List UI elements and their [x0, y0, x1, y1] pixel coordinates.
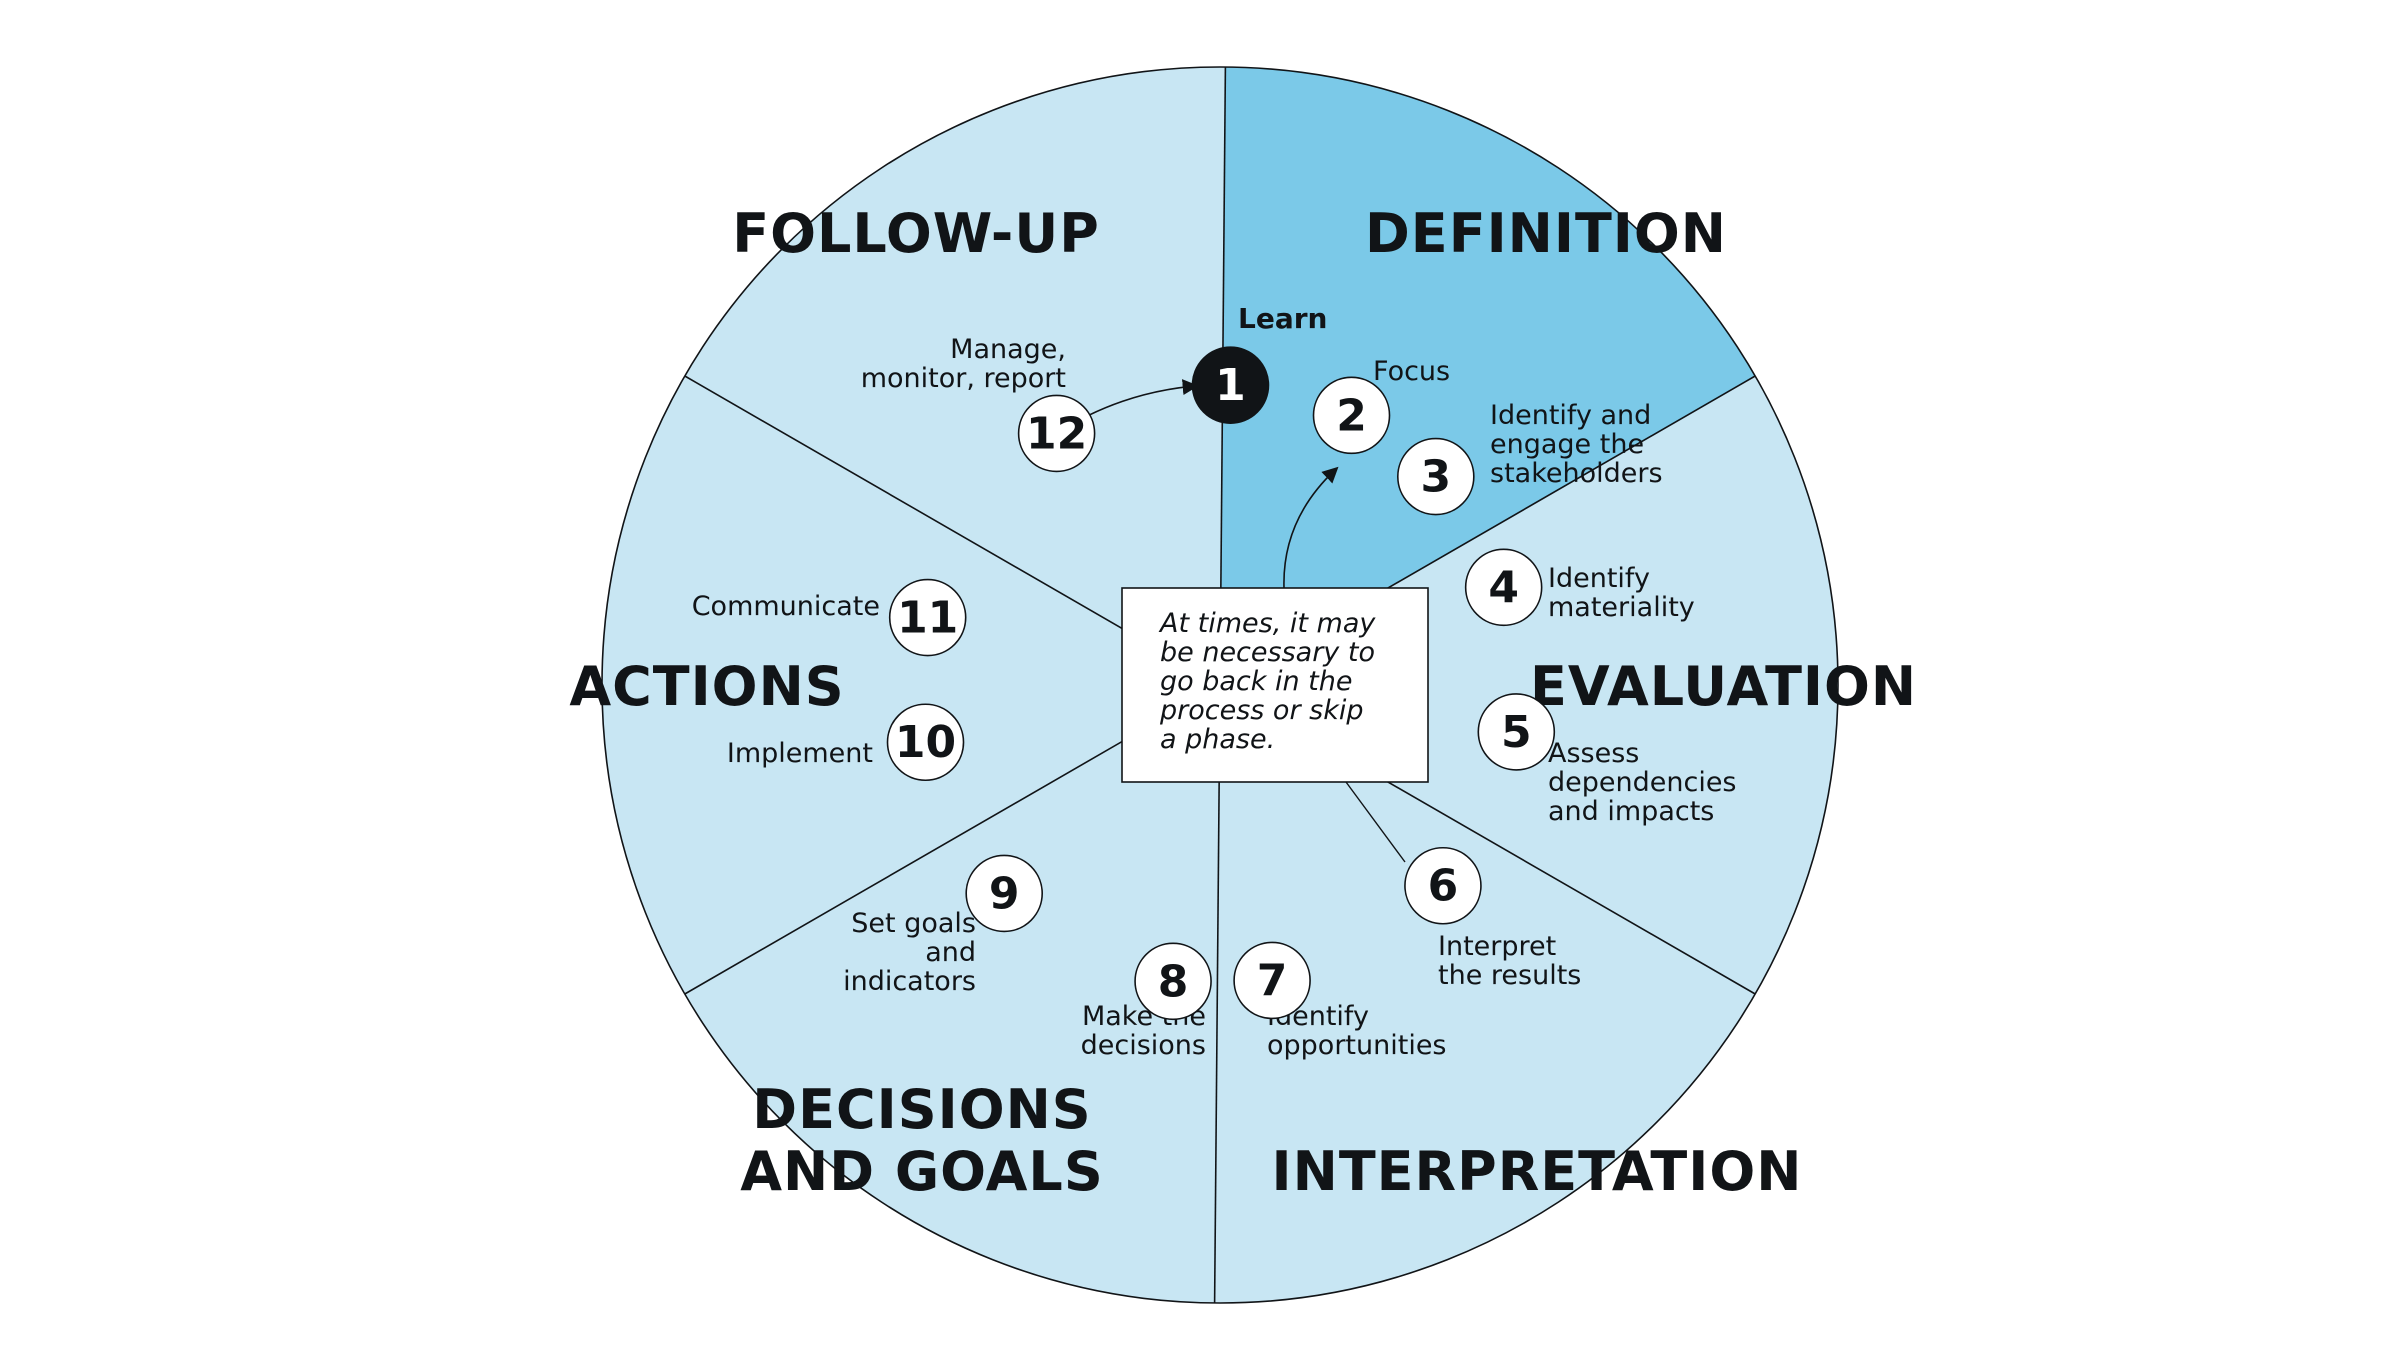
note-connector — [1345, 781, 1406, 863]
step-6-label-line-1: Interpret — [1438, 931, 1556, 962]
sector-decisions-and-goals — [684, 685, 1220, 1303]
step-12-label-line-2: monitor, report — [861, 363, 1066, 394]
phase-title-actions: ACTIONS — [569, 655, 844, 718]
step-node-5: 5 — [1477, 693, 1556, 771]
note-text-line-4: process or skip — [1159, 695, 1363, 726]
phase-title-decisions-and-goals-line-1: DECISIONS — [752, 1078, 1091, 1141]
sector-actions — [602, 376, 1220, 994]
phase-title-evaluation: EVALUATION — [1530, 655, 1917, 718]
step-node-6: 6 — [1404, 846, 1482, 925]
step-6-number: 6 — [1428, 861, 1459, 912]
step-2-circle — [1312, 376, 1391, 455]
note-text-line-1: At times, it may — [1158, 608, 1376, 639]
step-node-8: 8 — [1134, 942, 1212, 1021]
step-9-circle — [965, 854, 1043, 933]
step-6-circle — [1404, 846, 1482, 925]
step-12-label-line-1: Manage, — [950, 334, 1066, 365]
step-node-4: 4 — [1464, 548, 1543, 627]
step-4-number: 4 — [1488, 562, 1519, 613]
sector-definition — [1220, 67, 1756, 685]
step-8-circle — [1134, 942, 1212, 1021]
step-node-9: 9 — [965, 854, 1043, 933]
step-3-number: 3 — [1420, 452, 1451, 503]
step-7-circle — [1233, 941, 1311, 1020]
step-10-label: Implement — [727, 738, 873, 769]
step-node-2: 2 — [1312, 376, 1391, 455]
step-1-label: Learn — [1238, 302, 1327, 335]
step-9-label-line-3: indicators — [843, 966, 976, 997]
step-10-number: 10 — [895, 717, 956, 768]
step-node-11: 11 — [888, 578, 967, 657]
step-7-number: 7 — [1257, 955, 1288, 1006]
step-node-3: 3 — [1397, 437, 1475, 516]
step-5-circle — [1477, 693, 1556, 771]
return-arrow — [1283, 466, 1339, 589]
step-9-label-line-1: Set goals — [851, 908, 976, 939]
step-node-7: 7 — [1233, 941, 1311, 1020]
note-box-frame — [1121, 587, 1429, 783]
note-text-line-3: go back in the — [1160, 666, 1353, 697]
step-11-circle — [888, 578, 967, 657]
step-11-number: 11 — [897, 593, 958, 644]
sector-divider-4 — [1213, 684, 1221, 1303]
step-2-label: Focus — [1373, 356, 1450, 387]
step-4-label-line-2: materiality — [1548, 592, 1695, 623]
phase-title-definition: DEFINITION — [1365, 202, 1727, 265]
step-5-label-line-2: dependencies — [1548, 767, 1737, 798]
sector-interpretation — [1214, 685, 1756, 1303]
step-5-label-line-3: and impacts — [1548, 796, 1714, 827]
step-5-number: 5 — [1501, 707, 1532, 758]
sector-follow-up — [684, 66, 1226, 685]
phase-titles: DEFINITION EVALUATION INTERPRETATION DECISI… — [569, 202, 1917, 1203]
step-8-label-line-2: decisions — [1081, 1030, 1206, 1061]
phase-title-decisions-and-goals-line-2: AND GOALS — [740, 1140, 1103, 1203]
step-4-label-line-1: Identify — [1548, 563, 1650, 594]
step-node-10: 10 — [886, 703, 965, 782]
step-12-circle — [1017, 394, 1096, 473]
step-6-label-line-2: the results — [1438, 960, 1581, 991]
wheel-outline — [601, 66, 1839, 1304]
step-4-circle — [1464, 548, 1543, 627]
step-2-number: 2 — [1336, 390, 1367, 441]
note-text-line-5: a phase. — [1160, 724, 1275, 755]
step-10-circle — [886, 703, 965, 782]
step-3-label-line-1: Identify and — [1490, 400, 1651, 431]
step-7-label-line-2: opportunities — [1267, 1030, 1447, 1061]
phase-title-interpretation: INTERPRETATION — [1272, 1140, 1803, 1203]
phase-title-follow-up: FOLLOW-UP — [732, 202, 1100, 265]
step-5-label-line-1: Assess — [1548, 738, 1639, 769]
step-8-number: 8 — [1158, 956, 1189, 1007]
step-3-label-line-3: stakeholders — [1490, 458, 1663, 489]
step-1-number: 1 — [1215, 360, 1246, 411]
step-11-label: Communicate — [692, 591, 880, 622]
step-node-1: 1 — [1191, 346, 1270, 424]
step-node-12: 12 — [1017, 394, 1096, 473]
sector-evaluation — [1220, 376, 1838, 994]
step-12-number: 12 — [1026, 408, 1087, 459]
step-3-label-line-2: engage the — [1490, 429, 1644, 460]
step-9-number: 9 — [989, 868, 1020, 919]
step-1-circle — [1191, 346, 1270, 424]
phase-sectors — [602, 66, 1838, 1303]
step-9-label-line-2: and — [925, 937, 976, 968]
step-3-circle — [1397, 437, 1475, 516]
note-text-line-2: be necessary to — [1160, 637, 1375, 668]
